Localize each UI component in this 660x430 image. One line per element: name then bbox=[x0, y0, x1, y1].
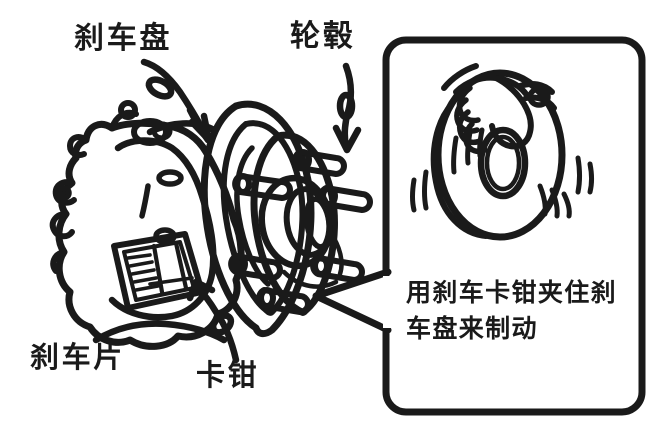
label-caliper: 卡钳 bbox=[196, 360, 260, 392]
rotor-arrow bbox=[140, 58, 213, 144]
label-brake-rotor: 刹车盘 bbox=[74, 22, 173, 55]
wheel-hub-drawing bbox=[228, 131, 373, 316]
label-brake-pad: 刹车片 bbox=[30, 342, 125, 374]
lug-studs bbox=[228, 149, 373, 315]
caliper-arrow bbox=[186, 278, 240, 364]
hand-gripping-disc-icon bbox=[410, 63, 594, 241]
hub-arrow bbox=[332, 62, 362, 154]
callout-bubble bbox=[312, 36, 646, 416]
pad-pointer bbox=[92, 320, 228, 344]
label-wheel-hub: 轮毂 bbox=[290, 20, 356, 53]
callout-bubble-text: 用刹车卡钳夹住刹车盘来制动 bbox=[406, 279, 618, 343]
